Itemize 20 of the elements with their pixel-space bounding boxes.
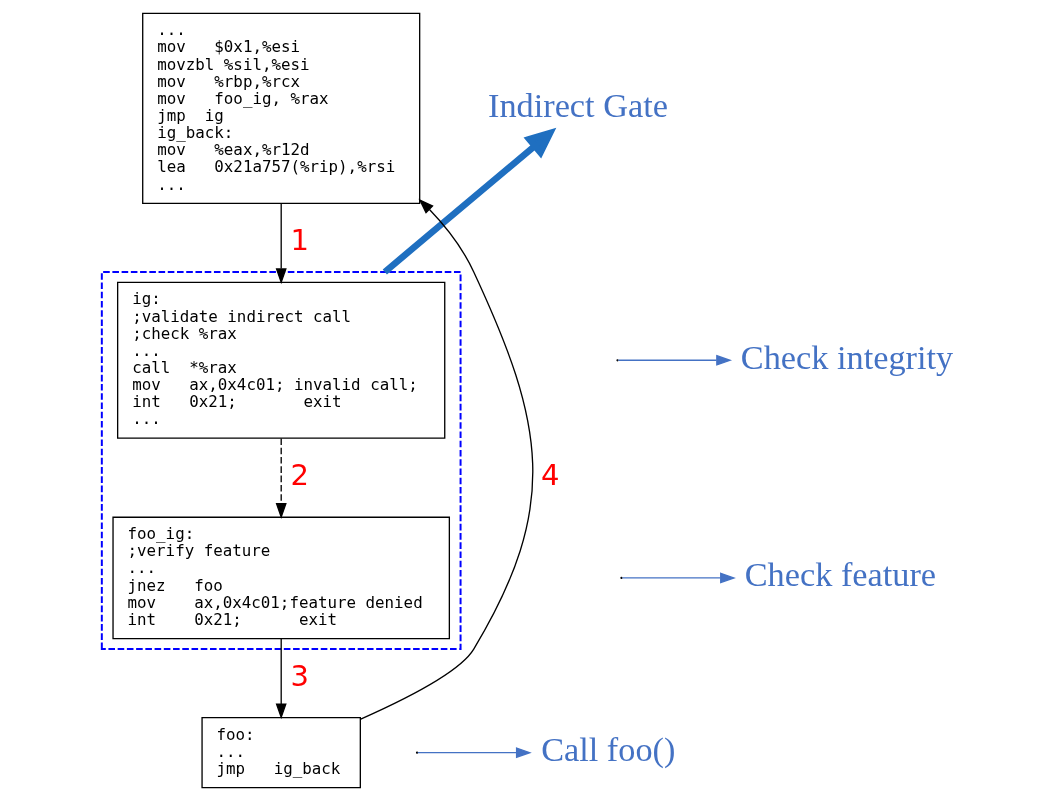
- edge-label: 2: [289, 458, 309, 493]
- arrow: [275, 437, 287, 519]
- node-box: ig: ;validate indirect call ;check %rax ... call *%rax mov ax,0x4c01; invalid call; int 0x21; exit ...: [116, 281, 445, 439]
- node-text: Indirect Gate: [487, 85, 668, 124]
- edge-label: 4: [540, 458, 559, 493]
- arrow: [617, 354, 732, 366]
- arrow: [621, 572, 736, 584]
- edge-label: 1: [289, 223, 309, 258]
- node-box: ... mov $0x1,%esi movzbl %sil,%esi mov %rbp,%rcx mov foo_ig, %rax jmp ig ig_back: mov %eax,%r12d lea 0x21a757(%rip),%rsi ...: [141, 12, 420, 204]
- arrow: [416, 747, 532, 759]
- node-box: foo: ... jmp ig_back: [200, 717, 361, 789]
- node-text: Check integrity: [740, 337, 953, 376]
- node-text: Check feature: [744, 555, 936, 594]
- arrow: [382, 127, 556, 275]
- edge-label: 3: [289, 658, 309, 693]
- arrow: [275, 202, 287, 285]
- node-text: Call foo(): [540, 729, 675, 768]
- arrow: [359, 198, 533, 720]
- node-box: foo_ig: ;verify feature ... jnez foo mov ax,0x4c01;feature denied int 0x21; exit: [111, 516, 450, 640]
- arrow: [275, 638, 287, 720]
